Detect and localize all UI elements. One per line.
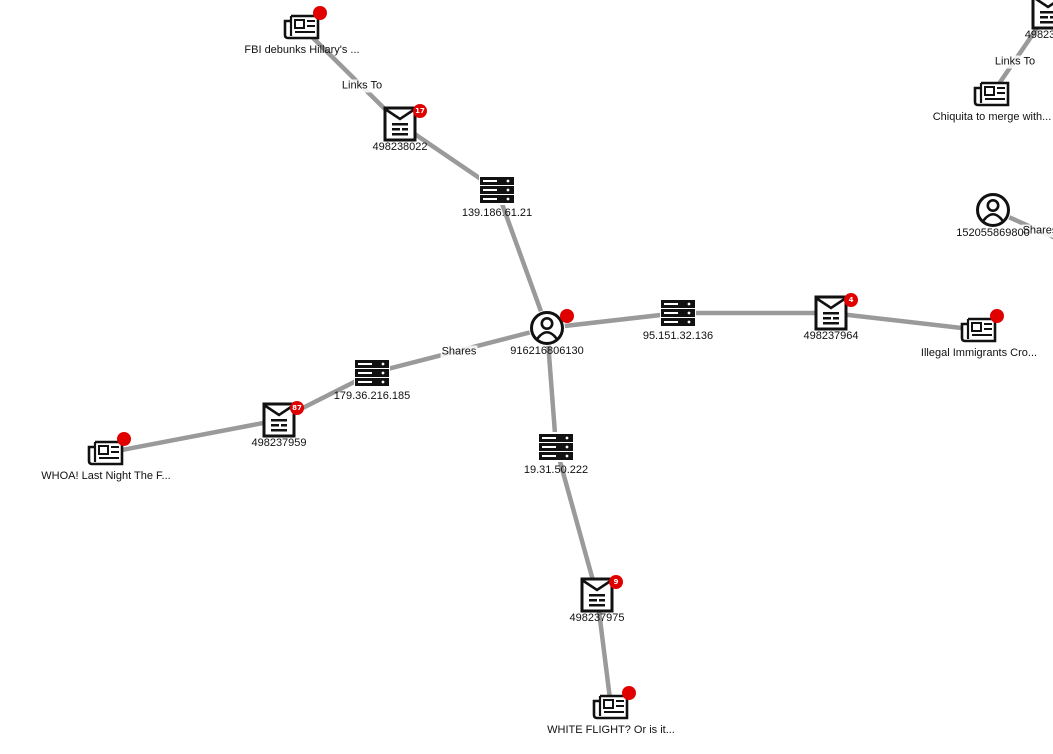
node-server_w[interactable] xyxy=(352,353,392,393)
server-icon xyxy=(538,432,574,462)
alert-badge xyxy=(313,6,327,20)
website-icon xyxy=(580,577,614,613)
node-label: FBI debunks Hillary's ... xyxy=(244,44,360,56)
server-icon xyxy=(479,175,515,205)
node-server_n[interactable] xyxy=(477,170,517,210)
node-label: 139.186.61.21 xyxy=(461,207,533,219)
person-icon xyxy=(529,310,565,346)
alert-badge xyxy=(622,686,636,700)
edge-label: Links To xyxy=(340,79,384,93)
edge-label: Shares xyxy=(1021,224,1053,238)
edge-server_n-person_main[interactable] xyxy=(494,189,550,329)
edge-site_s-article_s[interactable] xyxy=(594,594,614,708)
alert-badge xyxy=(117,432,131,446)
node-label: WHOA! Last Night The F... xyxy=(41,470,171,482)
node-label: 498238022 xyxy=(372,141,428,153)
edge-label: Links To xyxy=(993,55,1037,69)
newspaper-icon xyxy=(960,317,997,343)
node-site_s[interactable] xyxy=(577,575,617,615)
edge-person_main-server_e[interactable] xyxy=(546,310,679,331)
node-site_n[interactable] xyxy=(380,104,420,144)
node-label: 49823 xyxy=(1024,29,1053,41)
website-icon xyxy=(1031,0,1053,30)
node-server_e[interactable] xyxy=(658,293,698,333)
newspaper-icon xyxy=(592,694,629,720)
website-icon xyxy=(262,402,296,438)
node-label: 152055869800 xyxy=(956,227,1030,239)
edge-site_e-article_e[interactable] xyxy=(830,310,980,333)
node-site_e[interactable] xyxy=(811,293,851,333)
node-article_ne[interactable] xyxy=(972,74,1012,114)
edge-person_main-server_s[interactable] xyxy=(544,327,559,448)
node-person_ne[interactable] xyxy=(973,190,1013,230)
website-icon xyxy=(814,295,848,331)
node-label: 498237959 xyxy=(251,437,307,449)
node-label: Illegal Immigrants Cro... xyxy=(920,347,1038,359)
website-icon xyxy=(383,106,417,142)
node-label: 498237975 xyxy=(569,612,625,624)
server-icon xyxy=(354,358,390,388)
node-server_s[interactable] xyxy=(536,427,576,467)
person-icon xyxy=(975,192,1011,228)
node-label: 498237964 xyxy=(803,330,859,342)
edge-site_w-article_w[interactable] xyxy=(105,417,280,456)
node-site_w[interactable] xyxy=(259,400,299,440)
node-person_main[interactable] xyxy=(527,308,567,348)
edge-server_s-site_s[interactable] xyxy=(553,446,600,596)
node-article_e[interactable] xyxy=(959,310,999,350)
node-label: 19.31.50.222 xyxy=(523,464,589,476)
node-label: 916216806130 xyxy=(510,345,584,357)
alert-badge: 9 xyxy=(609,575,623,589)
node-label: WHITE FLIGHT? Or is it... xyxy=(547,724,675,736)
node-article_n[interactable] xyxy=(282,7,322,47)
node-site_ne_partial[interactable] xyxy=(1028,0,1053,32)
node-article_s[interactable] xyxy=(591,687,631,727)
alert-badge xyxy=(560,309,574,323)
newspaper-icon xyxy=(283,14,320,40)
node-label: 179.36.216.185 xyxy=(333,390,411,402)
alert-badge: 87 xyxy=(290,401,304,415)
alert-badge: 4 xyxy=(844,293,858,307)
node-label: Chiquita to merge with... xyxy=(932,111,1052,123)
server-icon xyxy=(660,298,696,328)
node-label: 95.151.32.136 xyxy=(642,330,714,342)
node-article_w[interactable] xyxy=(86,433,126,473)
alert-badge xyxy=(990,309,1004,323)
newspaper-icon xyxy=(973,81,1010,107)
newspaper-icon xyxy=(87,440,124,466)
alert-badge: 17 xyxy=(413,104,427,118)
edge-label: Shares xyxy=(440,345,478,359)
